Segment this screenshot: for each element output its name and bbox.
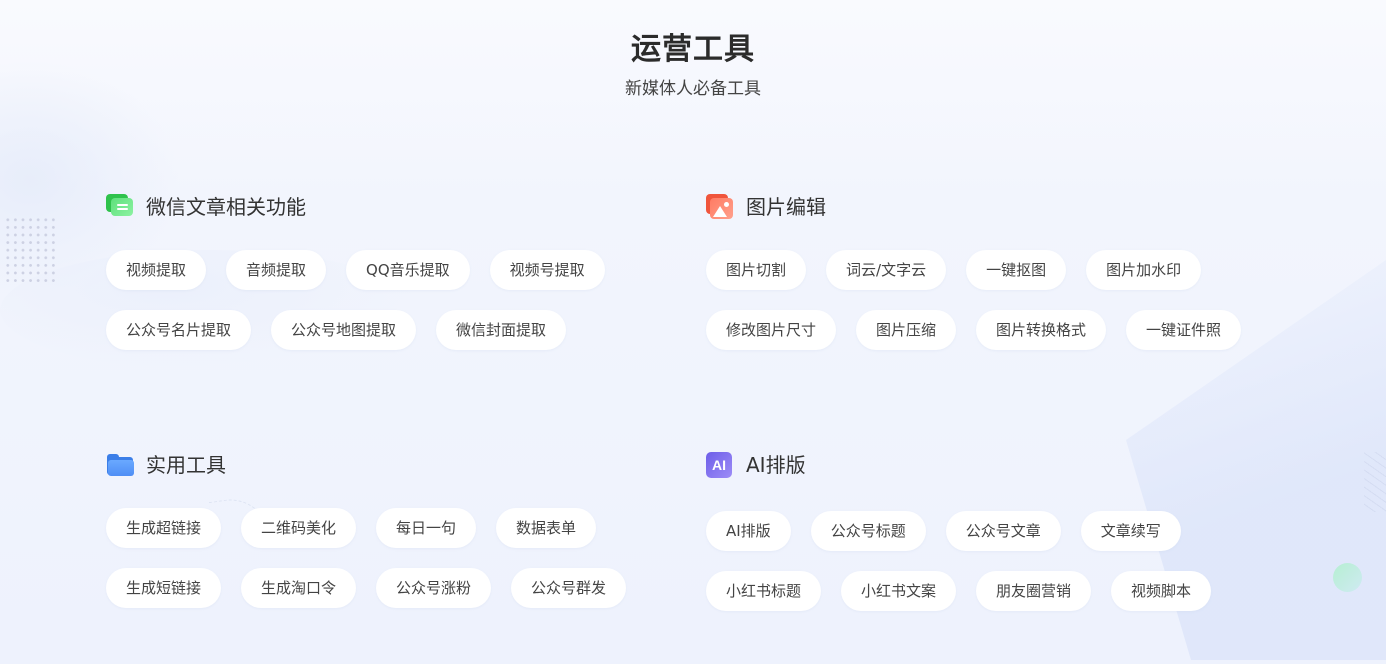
tool-account-card-extract[interactable]: 公众号名片提取 <box>106 310 252 350</box>
section-utilities: 实用工具 生成超链接 二维码美化 每日一句 数据表单 生成短链接 生成淘口令 公… <box>106 450 686 608</box>
tool-xhs-copy[interactable]: 小红书文案 <box>841 571 957 611</box>
section-title: 图片编辑 <box>746 195 826 219</box>
tool-list: 视频提取 音频提取 QQ音乐提取 视频号提取 公众号名片提取 公众号地图提取 微… <box>106 250 686 350</box>
tool-grow-followers[interactable]: 公众号涨粉 <box>376 568 492 608</box>
tool-article-continue[interactable]: 文章续写 <box>1080 511 1181 551</box>
tool-moments-marketing[interactable]: 朋友圈营销 <box>976 571 1092 611</box>
tool-account-map-extract[interactable]: 公众号地图提取 <box>271 310 417 350</box>
page-subtitle: 新媒体人必备工具 <box>625 79 761 99</box>
ai-icon: AI <box>706 451 734 479</box>
section-title: AI排版 <box>746 453 806 477</box>
tool-short-link[interactable]: 生成短链接 <box>106 568 222 608</box>
section-header: AI AI排版 <box>706 450 1286 480</box>
image-icon <box>706 193 734 221</box>
tool-id-photo[interactable]: 一键证件照 <box>1126 310 1242 350</box>
tool-list: 生成超链接 二维码美化 每日一句 数据表单 生成短链接 生成淘口令 公众号涨粉 … <box>106 508 686 608</box>
tool-list: 图片切割 词云/文字云 一键抠图 图片加水印 修改图片尺寸 图片压缩 图片转换格… <box>706 250 1286 350</box>
section-title: 实用工具 <box>146 453 226 477</box>
tool-list: AI排版 公众号标题 公众号文章 文章续写 小红书标题 小红书文案 朋友圈营销 … <box>706 511 1286 611</box>
tool-daily-quote[interactable]: 每日一句 <box>376 508 477 548</box>
tool-account-article[interactable]: 公众号文章 <box>945 511 1061 551</box>
tool-account-title[interactable]: 公众号标题 <box>810 511 926 551</box>
background-green-circle <box>1333 563 1362 592</box>
tool-resize[interactable]: 修改图片尺寸 <box>706 310 837 350</box>
tool-channels-extract[interactable]: 视频号提取 <box>489 250 605 290</box>
tool-word-cloud[interactable]: 词云/文字云 <box>826 250 947 290</box>
tool-qrcode-beautify[interactable]: 二维码美化 <box>241 508 357 548</box>
page-title: 运营工具 <box>631 32 755 67</box>
background-stripes <box>1364 452 1386 512</box>
wechat-chat-icon <box>106 193 134 221</box>
section-ai-layout: AI AI排版 AI排版 公众号标题 公众号文章 文章续写 小红书标题 小红书文… <box>706 450 1286 611</box>
tool-audio-extract[interactable]: 音频提取 <box>226 250 327 290</box>
tool-mass-send[interactable]: 公众号群发 <box>511 568 627 608</box>
tool-taobao-code[interactable]: 生成淘口令 <box>241 568 357 608</box>
tool-image-split[interactable]: 图片切割 <box>706 250 807 290</box>
section-title: 微信文章相关功能 <box>146 195 306 219</box>
tool-ai-layout[interactable]: AI排版 <box>706 511 791 551</box>
section-header: 实用工具 <box>106 450 686 480</box>
section-image-edit: 图片编辑 图片切割 词云/文字云 一键抠图 图片加水印 修改图片尺寸 图片压缩 … <box>706 192 1286 350</box>
tool-video-extract[interactable]: 视频提取 <box>106 250 207 290</box>
tool-convert-format[interactable]: 图片转换格式 <box>976 310 1107 350</box>
tool-xhs-title[interactable]: 小红书标题 <box>706 571 822 611</box>
tool-qq-music-extract[interactable]: QQ音乐提取 <box>346 250 470 290</box>
section-header: 图片编辑 <box>706 192 1286 222</box>
tool-data-form[interactable]: 数据表单 <box>496 508 597 548</box>
tool-watermark[interactable]: 图片加水印 <box>1086 250 1202 290</box>
tool-wechat-cover-extract[interactable]: 微信封面提取 <box>436 310 567 350</box>
background-dot-grid <box>4 216 56 284</box>
page-header: 运营工具 新媒体人必备工具 <box>0 30 1386 100</box>
folder-icon <box>106 451 134 479</box>
section-header: 微信文章相关功能 <box>106 192 686 222</box>
tool-video-script[interactable]: 视频脚本 <box>1111 571 1212 611</box>
tool-hyperlink[interactable]: 生成超链接 <box>106 508 222 548</box>
section-wechat-article: 微信文章相关功能 视频提取 音频提取 QQ音乐提取 视频号提取 公众号名片提取 … <box>106 192 686 350</box>
tool-cutout[interactable]: 一键抠图 <box>966 250 1067 290</box>
tool-compress[interactable]: 图片压缩 <box>856 310 957 350</box>
